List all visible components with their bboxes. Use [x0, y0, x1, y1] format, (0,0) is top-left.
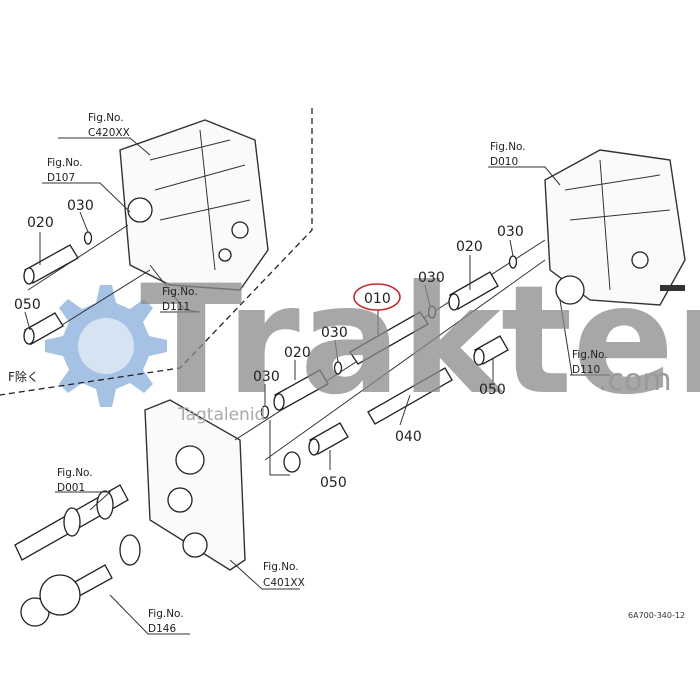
- part-label-020[interactable]: 020: [284, 345, 311, 361]
- part-label-030[interactable]: 030: [418, 270, 445, 286]
- gear-logo-icon: [45, 285, 167, 407]
- o-rings: [83, 231, 518, 419]
- part-label-030[interactable]: 030: [253, 369, 280, 385]
- leader-lines: [24, 137, 610, 635]
- watermark-suffix: .com: [598, 363, 672, 398]
- fig-ref-d111[interactable]: Fig.No. D111: [162, 286, 198, 313]
- fig-ref-d107[interactable]: Fig.No. D107: [47, 157, 83, 184]
- fig-ref-d010[interactable]: Fig.No. D010: [490, 141, 526, 168]
- part-label-030[interactable]: 030: [497, 224, 524, 240]
- svg-text:Fig.No.: Fig.No.: [57, 467, 93, 479]
- boundary-dashed-line: [0, 108, 313, 396]
- svg-text:Fig.No.: Fig.No.: [162, 286, 198, 298]
- svg-text:Fig.No.: Fig.No.: [490, 141, 526, 153]
- gear-shaft-d146: [20, 534, 141, 627]
- svg-text:C420XX: C420XX: [88, 127, 130, 139]
- fig-ref-c401xx[interactable]: Fig.No. C401XX: [263, 561, 305, 589]
- svg-text:Fig.No.: Fig.No.: [148, 608, 184, 620]
- sleeves: [23, 244, 509, 473]
- shaft-010: [349, 311, 429, 365]
- svg-text:Fig.No.: Fig.No.: [88, 112, 124, 124]
- watermark-text: Trakter: [140, 254, 700, 428]
- part-label-050[interactable]: 050: [479, 382, 506, 398]
- part-label-050[interactable]: 050: [320, 475, 347, 491]
- highlight-ring: [353, 283, 401, 311]
- fig-ref-c420xx[interactable]: Fig.No. C420XX: [88, 112, 130, 139]
- part-label-020[interactable]: 020: [456, 239, 483, 255]
- svg-text:Fig.No.: Fig.No.: [47, 157, 83, 169]
- housing-d010: [544, 149, 686, 306]
- svg-text:Fig.No.: Fig.No.: [263, 561, 299, 573]
- svg-text:Fig.No.: Fig.No.: [572, 349, 608, 361]
- svg-text:D107: D107: [47, 172, 75, 184]
- watermark-subtext: Tagtalenid: [177, 405, 265, 425]
- part-label-030[interactable]: 030: [67, 198, 94, 214]
- fig-ref-d001[interactable]: Fig.No. D001: [57, 467, 93, 494]
- svg-text:D146: D146: [148, 623, 176, 635]
- svg-text:D001: D001: [57, 482, 85, 494]
- housing-c401xx: [144, 399, 246, 571]
- fig-ref-d110[interactable]: Fig.No. D110: [572, 349, 608, 376]
- part-label-030[interactable]: 030: [321, 325, 348, 341]
- part-label-050[interactable]: 050: [14, 297, 41, 313]
- housing-c420xx: [119, 119, 269, 291]
- part-label-020[interactable]: 020: [27, 215, 54, 231]
- svg-text:C401XX: C401XX: [263, 577, 305, 589]
- svg-text:D111: D111: [162, 301, 190, 313]
- shaft-d001: [14, 484, 129, 561]
- svg-text:D010: D010: [490, 156, 518, 168]
- part-label-040[interactable]: 040: [395, 429, 422, 445]
- part-label-010[interactable]: 010: [364, 291, 391, 307]
- note-excluding-f: F除く: [8, 369, 39, 384]
- drawing-code: 6A700-340-12: [628, 611, 685, 620]
- fig-ref-d146[interactable]: Fig.No. D146: [148, 608, 184, 635]
- svg-text:D110: D110: [572, 364, 600, 376]
